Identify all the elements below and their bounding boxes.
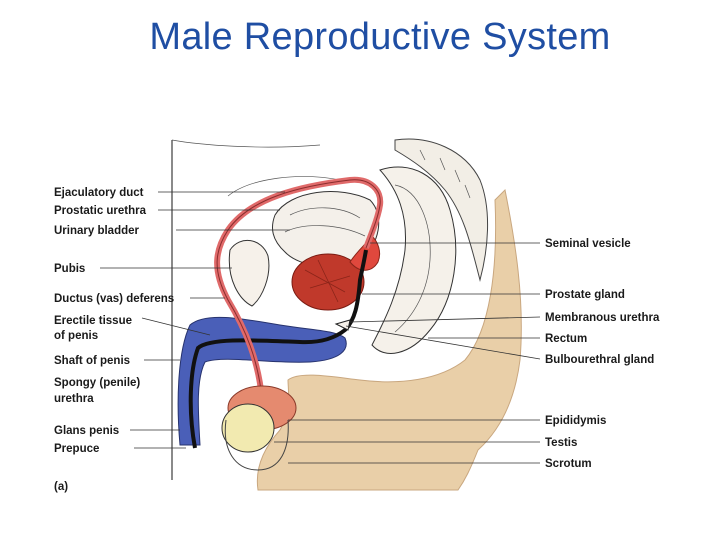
sacrum-texture <box>419 149 471 199</box>
label-urinary-bladder: Urinary bladder <box>54 225 140 237</box>
label-urethra: urethra <box>54 393 94 405</box>
testis <box>221 403 275 453</box>
slide-title: Male Reproductive System <box>149 16 611 58</box>
label-pubis: Pubis <box>54 263 85 275</box>
label-prepuce: Prepuce <box>54 443 99 455</box>
panel-label: (a) <box>54 481 68 493</box>
label-shaft-of-penis: Shaft of penis <box>54 355 130 367</box>
bladder-folds <box>284 207 366 237</box>
label-ejaculatory-duct: Ejaculatory duct <box>54 187 144 199</box>
prostate-gland <box>291 253 365 311</box>
label-glans-penis: Glans penis <box>54 425 119 437</box>
label-testis: Testis <box>545 437 577 449</box>
body-skin <box>256 188 522 491</box>
ductus-deferens-outline <box>216 179 381 399</box>
label-spongy-urethra: Spongy (penile) <box>54 377 140 389</box>
rectum-inner <box>394 184 431 333</box>
bulbourethral-gland <box>334 319 351 331</box>
label-ductus-deferens: Ductus (vas) deferens <box>54 293 174 305</box>
label-of-penis: of penis <box>54 330 98 342</box>
label-erectile-tissue: Erectile tissue <box>54 315 132 327</box>
erectile-tissue <box>177 316 347 446</box>
label-epididymis: Epididymis <box>545 415 606 427</box>
label-scrotum: Scrotum <box>545 458 592 470</box>
label-membranous-urethra: Membranous urethra <box>545 312 660 324</box>
label-bulbourethral-gland: Bulbourethral gland <box>545 354 654 366</box>
label-seminal-vesicle: Seminal vesicle <box>545 238 631 250</box>
abdomen-fold <box>171 139 321 148</box>
rectum <box>371 166 457 354</box>
sacrum <box>394 138 489 282</box>
prostate-texture <box>304 259 351 303</box>
scrotum-outline <box>224 419 289 471</box>
pubis-bone <box>228 240 270 307</box>
label-prostatic-urethra: Prostatic urethra <box>54 205 147 217</box>
bladder-outline-top <box>227 176 341 197</box>
label-rectum: Rectum <box>545 333 587 345</box>
leader-lines <box>100 191 541 464</box>
label-prostate-gland: Prostate gland <box>545 289 625 301</box>
spongy-urethra <box>188 249 368 449</box>
